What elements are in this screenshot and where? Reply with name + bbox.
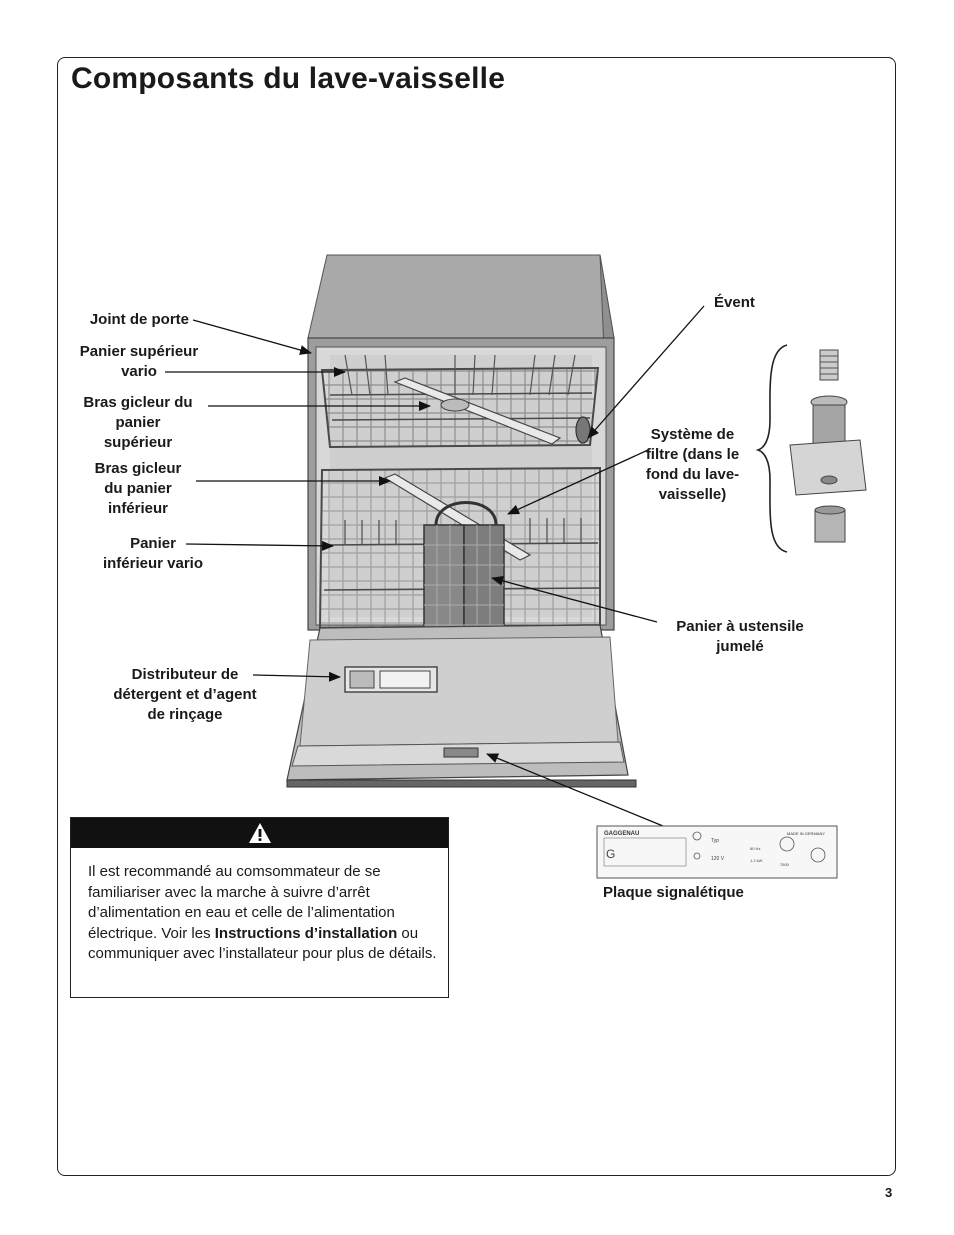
warning-text-post: ou communiquer avec l’installateur pour … xyxy=(88,924,437,963)
plate-brand: GAGGENAU xyxy=(604,831,639,837)
callout-lower-rack xyxy=(185,540,334,551)
label-lower-spray-arm: Bras gicleur du panier inférieur xyxy=(94,460,182,517)
upper-spray-arm xyxy=(393,377,562,445)
page-number: 3 xyxy=(885,1185,893,1200)
label-rating-plate: Plaque signalétique xyxy=(603,884,744,901)
warning-text-pre: Il est recommandé au comsommateur de se … xyxy=(88,863,395,942)
callout-lines xyxy=(165,305,705,827)
plate-model-code: 7600 xyxy=(780,862,790,867)
callout-cutlery xyxy=(491,576,658,623)
filter-brace xyxy=(755,344,788,553)
callout-dispenser xyxy=(252,671,341,682)
warning-box: Il est recommandé au comsommateur de se … xyxy=(70,817,449,998)
detergent-dispenser xyxy=(344,666,438,693)
plate-model-prefix: G xyxy=(606,847,615,861)
filter-parts xyxy=(789,349,867,543)
plate-made-in: MADE IN GERMANY xyxy=(787,831,825,836)
label-filter-system: Système de filtre (dans le fond du lave-… xyxy=(645,426,740,503)
cutlery-basket xyxy=(423,501,505,641)
warning-triangle-icon xyxy=(248,822,272,849)
warning-text: Il est recommandé au comsommateur de se … xyxy=(71,848,448,965)
page-frame xyxy=(57,57,896,1176)
label-lower-rack: Panier inférieur vario xyxy=(102,535,204,572)
label-detergent-dispenser: Distributeur de détergent et d’agent de … xyxy=(113,666,257,723)
page-title: Composants du lave-vaisselle xyxy=(71,62,506,95)
rating-plate-location xyxy=(443,747,479,758)
callout-vent xyxy=(587,305,705,439)
label-vent: Évent xyxy=(714,294,755,311)
plate-typ: Typ xyxy=(711,838,719,844)
label-door-seal: Joint de porte xyxy=(89,311,189,328)
callout-plate xyxy=(486,753,664,827)
label-cutlery-basket: Panier à ustensile jumelé xyxy=(676,618,804,655)
vent xyxy=(575,416,591,444)
plate-volt: 120 V xyxy=(711,856,725,862)
label-upper-spray-arm: Bras gicleur du panier supérieur xyxy=(83,394,193,451)
callout-joint xyxy=(192,319,312,355)
cabinet-top xyxy=(307,254,615,339)
plate-amps: 1.2 kW xyxy=(750,858,763,863)
label-upper-rack: Panier supérieur vario xyxy=(79,343,199,380)
warning-text-bold: Instructions d’installation xyxy=(214,924,398,942)
warning-header xyxy=(71,818,448,848)
plate-hz: 60 Hz xyxy=(750,846,760,851)
rating-plate-drawing: GAGGENAU MADE IN GERMANY G Typ 120 V 60 … xyxy=(596,825,838,879)
callout-filter xyxy=(507,449,649,515)
